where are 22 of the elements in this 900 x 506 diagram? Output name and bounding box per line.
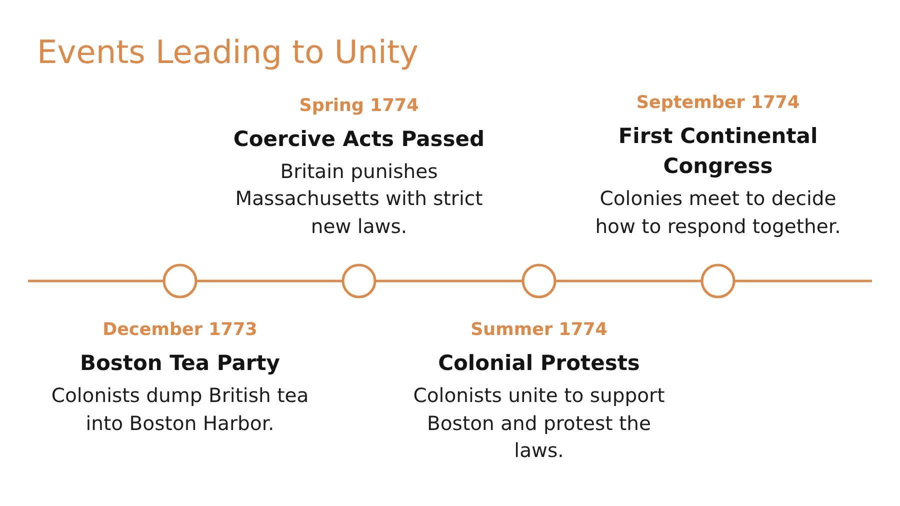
- timeline-line: [555, 280, 702, 282]
- event-description: Colonies meet to decide how to respond together.: [594, 186, 842, 240]
- event-description: Britain punishes Massachusetts with strict new laws.: [234, 158, 484, 240]
- event-description: Colonists dump British tea into Boston Harbor.: [50, 383, 310, 436]
- event-title: First Continental Congress: [617, 123, 819, 180]
- timeline-line: [734, 280, 872, 282]
- event-date: Spring 1774: [299, 94, 419, 118]
- timeline-marker: [341, 263, 377, 299]
- event-description: Colonists unite to support Boston and protest the laws.: [412, 383, 666, 464]
- event-title: Coercive Acts Passed: [233, 126, 485, 152]
- timeline-line: [375, 280, 523, 282]
- diagram-title: Events Leading to Unity: [37, 33, 418, 71]
- timeline-marker: [700, 263, 736, 299]
- timeline-marker: [521, 263, 557, 299]
- event-title: Boston Tea Party: [80, 350, 280, 377]
- event-date: Summer 1774: [470, 319, 608, 342]
- timeline-line: [28, 280, 164, 282]
- event-title: Colonial Protests: [438, 350, 640, 377]
- timeline-line: [196, 280, 343, 282]
- event-date: December 1773: [102, 319, 258, 342]
- event-date: September 1774: [636, 92, 800, 115]
- timeline-marker: [162, 263, 198, 299]
